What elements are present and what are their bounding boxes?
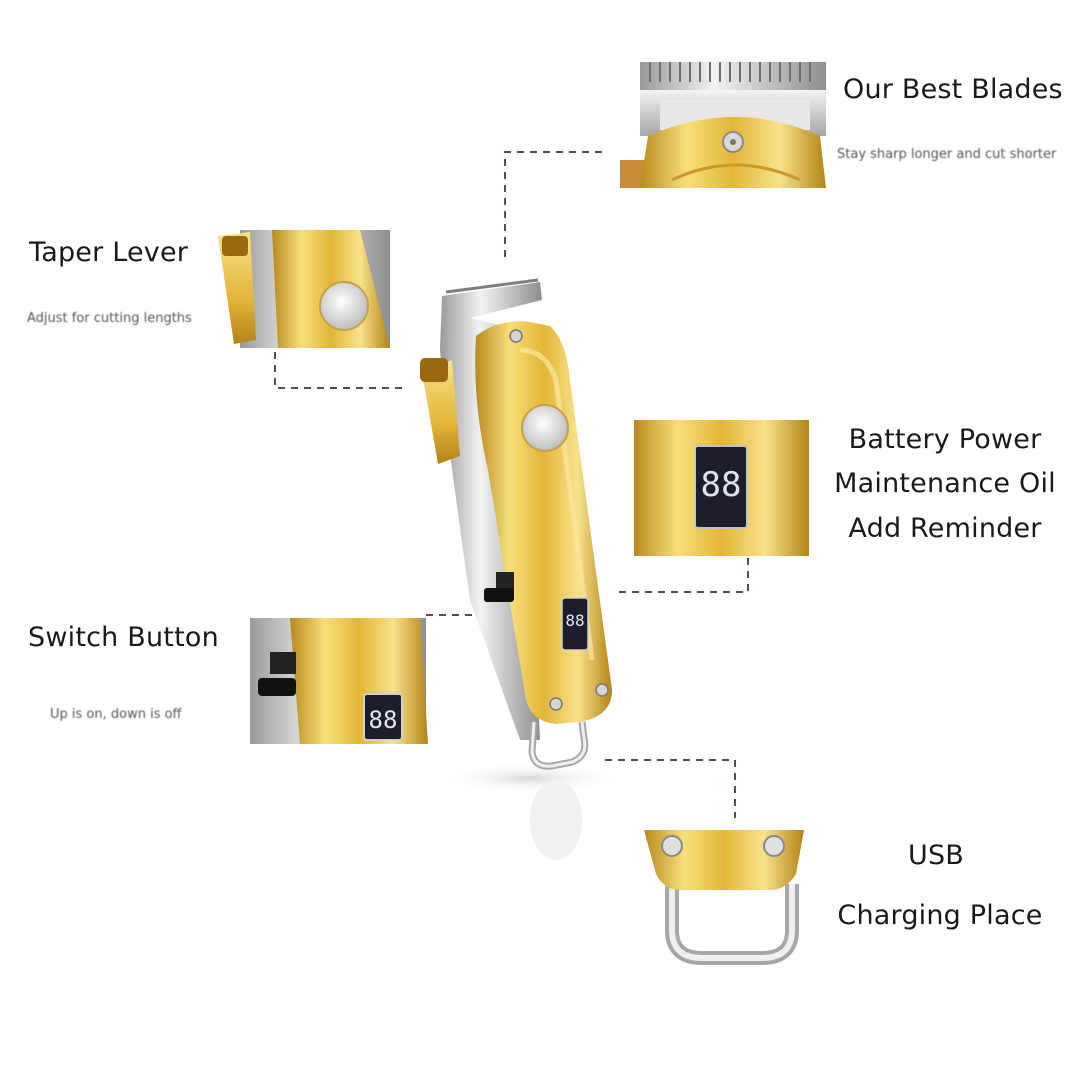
- add-reminder-label: Add Reminder: [848, 513, 1042, 544]
- leader-line-blades: [504, 151, 602, 262]
- battery-display-detail-image: 88: [634, 420, 809, 556]
- switch-lcd-digits: 88: [369, 706, 398, 734]
- battery-power-label: Battery Power: [848, 424, 1042, 455]
- taper-lever-caption: Adjust for cutting lengths: [27, 311, 192, 326]
- leader-line-battery: [618, 558, 749, 593]
- leader-line-usb: [605, 759, 736, 818]
- switch-button-detail-image: 88: [250, 618, 428, 744]
- best-blades-caption: Stay sharp longer and cut shorter: [837, 147, 1057, 162]
- blades-detail-image: [620, 62, 826, 188]
- taper-lever-detail-image: [218, 230, 390, 348]
- switch-button-title: Switch Button: [28, 622, 219, 653]
- charging-place-label: Charging Place: [837, 900, 1043, 931]
- usb-label: USB: [907, 840, 965, 871]
- best-blades-title: Our Best Blades: [843, 74, 1063, 105]
- hair-clipper-main-image: 88: [420, 278, 625, 860]
- battery-lcd-digits: 88: [701, 465, 742, 505]
- maintenance-oil-label: Maintenance Oil: [834, 468, 1056, 499]
- switch-button-caption: Up is on, down is off: [50, 707, 182, 722]
- usb-ring-detail-image: [644, 830, 804, 965]
- taper-lever-title: Taper Lever: [29, 237, 189, 268]
- clipper-lcd-digits: 88: [565, 611, 584, 630]
- leader-line-taper: [274, 352, 408, 389]
- leader-lines: [274, 151, 749, 818]
